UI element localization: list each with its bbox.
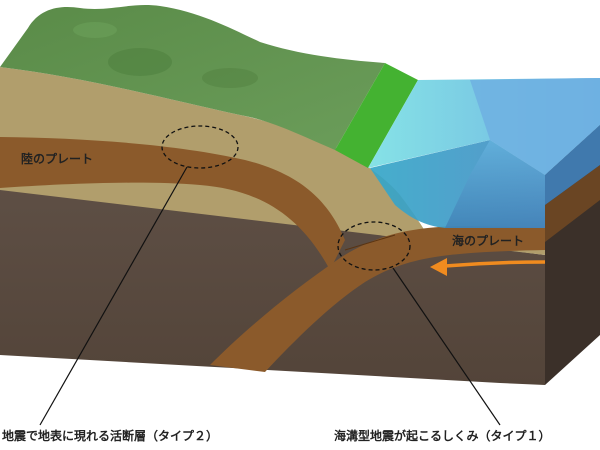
arrow-left-icon	[430, 258, 546, 276]
hill-shade	[108, 48, 172, 76]
leader-line-type1	[392, 267, 501, 426]
active-fault-highlight	[161, 125, 239, 169]
trench-earthquake-caption: 海溝型地震が起こるしくみ（タイプ１）	[334, 429, 551, 443]
sea-front	[445, 140, 545, 228]
coastal-slope	[335, 63, 418, 168]
ocean-plate	[210, 226, 545, 372]
trench-earthquake-highlight	[337, 221, 411, 271]
land-plate-label: 陸のプレート	[21, 152, 94, 166]
plate-boundary-line	[344, 234, 396, 251]
hill-shade	[202, 68, 258, 88]
hill-shade	[73, 22, 117, 38]
mantle	[0, 185, 545, 385]
leader-line-type2	[39, 166, 188, 426]
sea-surface-deep	[470, 78, 600, 175]
ocean-plate-label: 海のプレート	[452, 234, 525, 248]
active-fault-caption: 地震で地表に現れる活断層（タイプ２）	[2, 429, 219, 443]
block-side-plate	[545, 165, 600, 242]
sea-side	[545, 125, 600, 205]
land-surface	[0, 5, 385, 150]
land-plate-band	[0, 137, 345, 270]
